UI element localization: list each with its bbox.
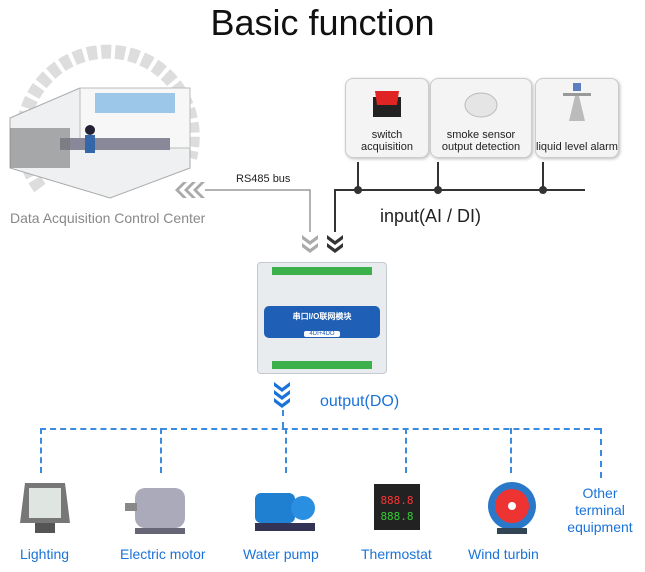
- module-name: 串口I/O联网模块: [292, 312, 352, 321]
- pump-icon: [255, 493, 315, 531]
- io-module: 串口I/O联网模块 4DI+4DO: [257, 262, 387, 374]
- svg-text:888.8: 888.8: [380, 494, 413, 507]
- output-label: output(DO): [320, 393, 400, 410]
- output-thermostat: Thermostat: [361, 546, 432, 562]
- output-arrow-icon: [274, 382, 290, 408]
- output-water-pump: Water pump: [243, 546, 319, 562]
- input-liquid-level-alarm: liquid level alarm: [535, 78, 619, 158]
- input-switch-acquisition: switch acquisition: [345, 78, 429, 158]
- rs485-arrow-icon: [302, 235, 318, 253]
- rs485-bus-label: RS485 bus: [236, 173, 291, 185]
- output-electric-motor: Electric motor: [120, 546, 206, 562]
- module-model: 4DI+4DO: [304, 331, 340, 337]
- motor-icon: [125, 488, 185, 534]
- input-label: input(AI / DI): [380, 206, 482, 226]
- input-smoke-sensor: smoke sensor output detection: [430, 78, 532, 158]
- smoke-sensor-icon: [464, 92, 498, 118]
- bus-chevrons-icon: [175, 182, 205, 198]
- fan-icon: [488, 482, 536, 534]
- page-title: Basic function: [210, 2, 435, 43]
- output-bus-line: [40, 428, 600, 430]
- rocker-switch-icon: [373, 91, 401, 117]
- control-center-label: Data Acquisition Control Center: [10, 210, 206, 226]
- level-sensor-icon: [563, 83, 591, 121]
- thermostat-icon: 888.8 888.8: [374, 484, 420, 530]
- svg-text:888.8: 888.8: [380, 510, 413, 523]
- output-lighting: Lighting: [20, 546, 70, 562]
- floodlight-icon: [20, 483, 70, 533]
- output-wind-turbin: Wind turbin: [468, 546, 539, 562]
- control-center-illustration: [9, 44, 200, 199]
- output-other-terminal-equipment: Other terminal equipment: [567, 485, 633, 535]
- input-arrow-icon: [327, 235, 343, 253]
